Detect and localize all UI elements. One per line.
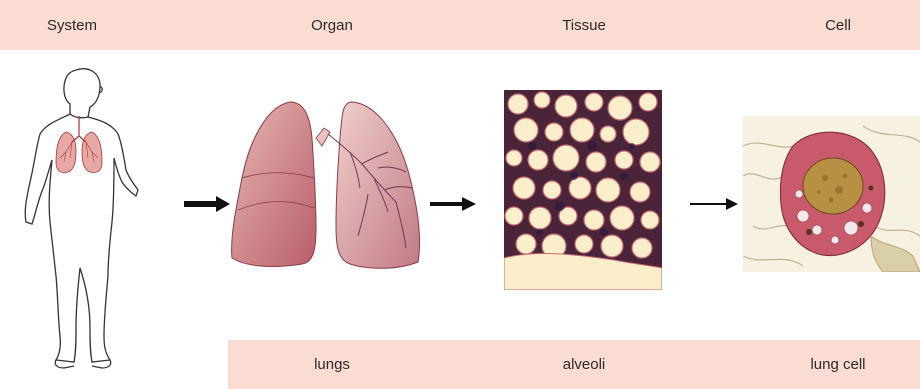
level-label-system: System	[2, 17, 142, 34]
level-label-tissue: Tissue	[514, 17, 654, 34]
example-label-cell: lung cell	[768, 356, 908, 373]
arrow-organ-to-tissue	[430, 197, 476, 211]
lungs-illustration	[228, 98, 424, 272]
example-label-organ: lungs	[262, 356, 402, 373]
level-label-cell: Cell	[768, 17, 908, 34]
example-label-tissue: alveoli	[514, 356, 654, 373]
arrow-system-to-organ	[184, 196, 230, 212]
alveoli-tissue-image	[504, 90, 662, 290]
human-body-outline	[18, 62, 148, 372]
level-label-organ: Organ	[262, 17, 402, 34]
arrow-tissue-to-cell	[690, 198, 738, 210]
lung-cell-image	[743, 116, 920, 272]
